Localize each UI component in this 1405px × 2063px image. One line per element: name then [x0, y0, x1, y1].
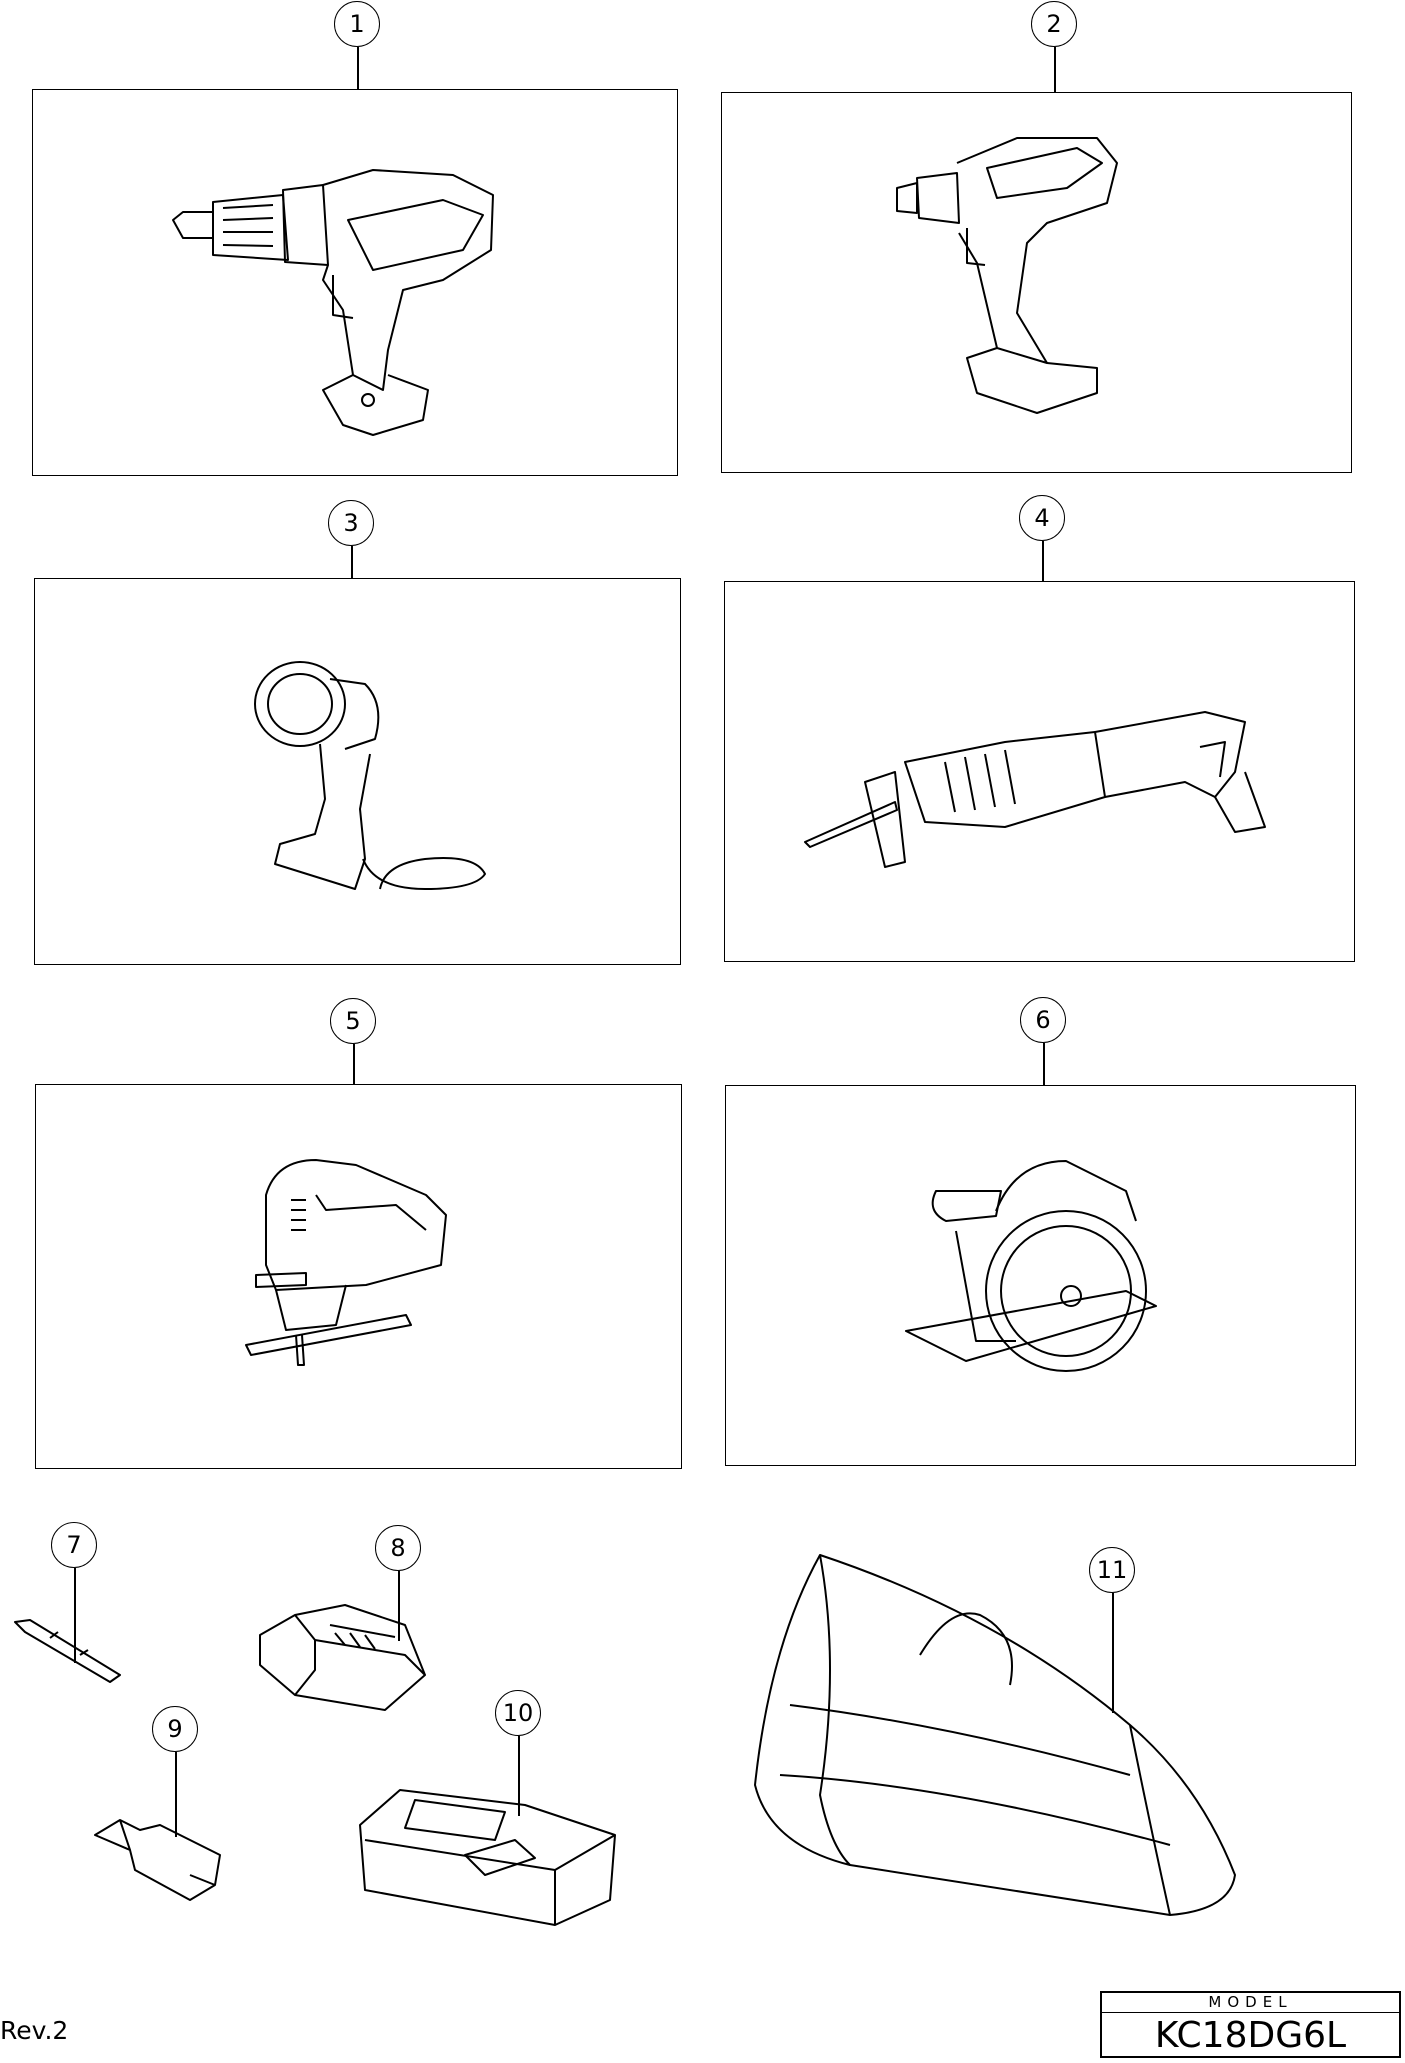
panel-circular-saw: [725, 1085, 1356, 1466]
callout-6: 6: [1020, 997, 1066, 1043]
model-label: MODEL: [1102, 1993, 1399, 2013]
callout-number: 7: [66, 1531, 82, 1559]
callout-7: 7: [51, 1522, 97, 1568]
leader-line: [353, 1044, 355, 1084]
leader-line: [74, 1568, 76, 1663]
callout-8: 8: [375, 1525, 421, 1571]
callout-number: 8: [390, 1534, 406, 1562]
leader-line: [351, 546, 353, 578]
callout-number: 1: [349, 10, 365, 38]
leader-line: [1043, 1043, 1045, 1085]
callout-1: 1: [334, 1, 380, 47]
leader-line: [518, 1736, 520, 1816]
callout-number: 9: [167, 1715, 183, 1743]
leader-line: [1112, 1593, 1114, 1713]
leader-line: [1042, 541, 1044, 581]
panel-reciprocating-saw: [724, 581, 1355, 962]
leader-line: [398, 1571, 400, 1641]
revision-label: Rev.2: [0, 2016, 69, 2045]
panel-jigsaw: [35, 1084, 682, 1469]
charger-illustration: [359, 1789, 616, 1926]
driver-bit-illustration: [14, 1619, 121, 1683]
model-box: MODEL KC18DG6L: [1100, 1991, 1401, 2058]
panel-impact-driver: [721, 92, 1352, 473]
model-value: KC18DG6L: [1154, 2015, 1347, 2056]
callout-number: 2: [1046, 10, 1062, 38]
callout-4: 4: [1019, 495, 1065, 541]
jigsaw-illustration: [245, 1159, 447, 1366]
panel-flashlight: [34, 578, 681, 965]
circular-saw-illustration: [905, 1160, 1157, 1372]
callout-number: 6: [1035, 1006, 1051, 1034]
callout-5: 5: [330, 998, 376, 1044]
battery-illustration: [259, 1604, 426, 1711]
callout-11: 11: [1089, 1547, 1135, 1593]
callout-2: 2: [1031, 1, 1077, 47]
leader-line: [357, 47, 359, 89]
reciprocating-saw-illustration: [804, 711, 1266, 868]
flashlight-illustration: [254, 661, 486, 890]
callout-number: 10: [502, 1699, 534, 1727]
callout-number: 11: [1096, 1556, 1128, 1584]
callout-number: 3: [343, 509, 359, 537]
callout-3: 3: [328, 500, 374, 546]
battery-cover-illustration: [94, 1819, 221, 1901]
panel-driver-drill: [32, 89, 678, 476]
callout-number: 4: [1034, 504, 1050, 532]
callout-9: 9: [152, 1706, 198, 1752]
callout-number: 5: [345, 1007, 361, 1035]
leader-line: [1054, 47, 1056, 92]
callout-10: 10: [495, 1690, 541, 1736]
tool-bag-illustration: [754, 1554, 1236, 1916]
driver-drill-illustration: [172, 169, 494, 436]
leader-line: [175, 1752, 177, 1837]
impact-driver-illustration: [896, 137, 1118, 414]
